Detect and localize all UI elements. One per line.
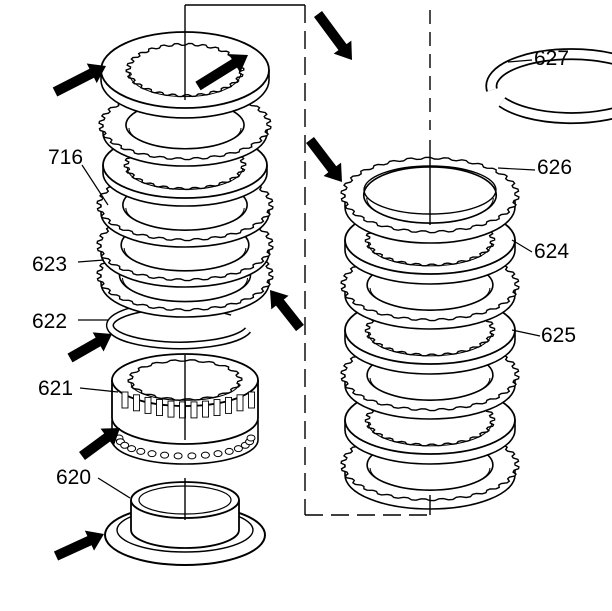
sprag-roller — [120, 441, 130, 449]
label-620: 620 — [56, 466, 92, 489]
plate-left-3-inner-wall — [128, 127, 242, 150]
arrow-623-icon — [270, 289, 304, 332]
label-716: 716 — [48, 146, 84, 169]
arrow-621-icon — [79, 427, 120, 461]
leader-lines — [77, 4, 541, 520]
plate-625-1-inner-wall — [367, 242, 493, 267]
leader-line — [507, 59, 533, 63]
plate-623-inner-wall — [123, 247, 247, 272]
label-626: 626 — [537, 156, 573, 179]
sprag-roller — [200, 451, 210, 459]
sprag-segment — [190, 401, 198, 419]
arrow-top-left-icon-shape — [52, 63, 106, 97]
label-624: 624 — [534, 240, 570, 263]
leader-line — [511, 329, 541, 337]
right-clutch-pack — [340, 48, 612, 510]
sprag-roller — [233, 445, 243, 453]
leader-line — [77, 259, 105, 263]
sprag-segment — [121, 391, 129, 409]
arrow-620-icon-shape — [53, 530, 104, 561]
leader-line — [97, 477, 131, 499]
arrow-626-icon-shape — [306, 136, 342, 182]
label-625: 625 — [541, 324, 577, 347]
label-623: 623 — [32, 253, 68, 276]
leader-line — [497, 167, 536, 171]
sprag-roller — [224, 447, 234, 455]
plate-625-6-inner-wall — [369, 467, 491, 491]
left-clutch-pack — [96, 31, 274, 566]
plate-625-4-inner-wall — [369, 377, 491, 401]
arrow-627-icon — [313, 11, 352, 60]
sprag-segment — [133, 394, 140, 412]
plate-623-lower-inner-wall — [121, 277, 249, 303]
arrow-623-icon-shape — [270, 289, 304, 332]
sprag-segment — [225, 396, 232, 414]
sprag-roller — [173, 452, 183, 460]
sprag-roller — [147, 450, 157, 458]
arrow-622-icon-shape — [67, 332, 113, 363]
sprag-segment — [167, 400, 175, 418]
plate-625-2-inner-wall — [369, 287, 491, 311]
arrow-622-icon — [67, 332, 113, 363]
sprag-segment — [144, 396, 152, 414]
plate-625-5-inner-wall — [367, 422, 493, 447]
sprag-segment — [213, 399, 221, 417]
label-621: 621 — [38, 377, 74, 400]
sprag-segment — [202, 400, 209, 418]
label-627: 627 — [534, 47, 570, 70]
arrow-inner-top-icon-shape — [195, 54, 249, 91]
sprag-segment — [156, 399, 163, 417]
plate-716-inner-wall — [125, 207, 245, 231]
sprag-roller — [160, 451, 170, 459]
arrow-621-icon-shape — [79, 427, 120, 461]
arrows — [52, 11, 352, 561]
label-622: 622 — [32, 310, 68, 333]
sprag-roller — [187, 452, 197, 460]
snap-ring-627-inner — [487, 49, 612, 123]
arrow-inner-top-icon — [195, 54, 249, 91]
sprag-segment — [248, 391, 255, 409]
sprag-roller — [246, 434, 256, 442]
arrow-627-icon-shape — [313, 11, 352, 60]
sprag-segment — [236, 394, 244, 412]
sprag-roller — [127, 445, 137, 453]
sprag-621-rollers — [114, 434, 256, 460]
arrow-626-icon — [306, 136, 342, 182]
arrow-top-left-icon — [52, 63, 106, 97]
sprag-roller — [213, 450, 223, 458]
sprag-621-segments — [121, 391, 255, 419]
plate-left-4-inner-wall — [126, 167, 244, 190]
plate-625-3-inner-wall — [367, 332, 493, 357]
leader-line — [81, 164, 109, 206]
arrow-620-icon — [53, 530, 104, 561]
leader-line — [511, 239, 533, 253]
sprag-roller — [136, 447, 146, 455]
leader-line — [79, 387, 119, 393]
